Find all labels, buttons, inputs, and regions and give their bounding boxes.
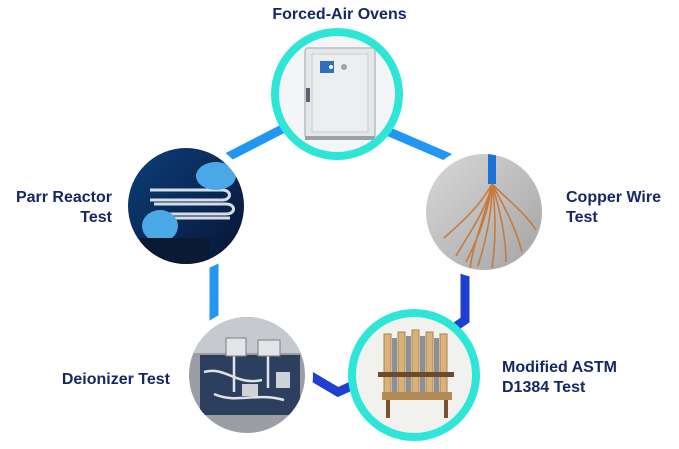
edge-parr-to-ovens (219, 119, 295, 165)
label-copper-wire-test-line-1: Copper Wire (566, 189, 661, 206)
node-deionizer-test (181, 309, 313, 441)
label-deionizer-test: Deionizer Test (40, 370, 170, 390)
label-forced-air-ovens-line-1: Forced-Air Ovens (272, 6, 407, 23)
copper-wire-photo (426, 154, 542, 270)
label-parr-reactor-test: Parr Reactor Test (0, 188, 112, 228)
node-parr-reactor-test (120, 140, 252, 272)
edge-ovens-to-copper (378, 123, 452, 163)
label-parr-reactor-test-line-1: Parr Reactor (15, 189, 112, 206)
astm-d1384-test-photo (356, 317, 472, 433)
node-copper-wire-test (418, 146, 550, 278)
node-astm-d1384-test (348, 309, 480, 441)
forced-air-oven-photo (279, 36, 395, 152)
label-astm-d1384-test: Modified ASTM D1384 Test (502, 358, 617, 398)
label-copper-wire-test: Copper Wire Test (566, 188, 661, 228)
node-forced-air-ovens (271, 28, 403, 160)
label-astm-d1384-test-line-1: Modified ASTM (502, 359, 617, 376)
parr-reactor-photo (128, 148, 244, 264)
label-parr-reactor-test-line-2: Test (80, 209, 112, 226)
label-forced-air-ovens: Forced-Air Ovens (0, 5, 679, 25)
label-deionizer-test-line-1: Deionizer Test (61, 371, 170, 388)
deionizer-setup-photo (189, 317, 305, 433)
label-copper-wire-test-line-2: Test (566, 209, 598, 226)
label-astm-d1384-test-line-2: D1384 Test (502, 379, 586, 396)
